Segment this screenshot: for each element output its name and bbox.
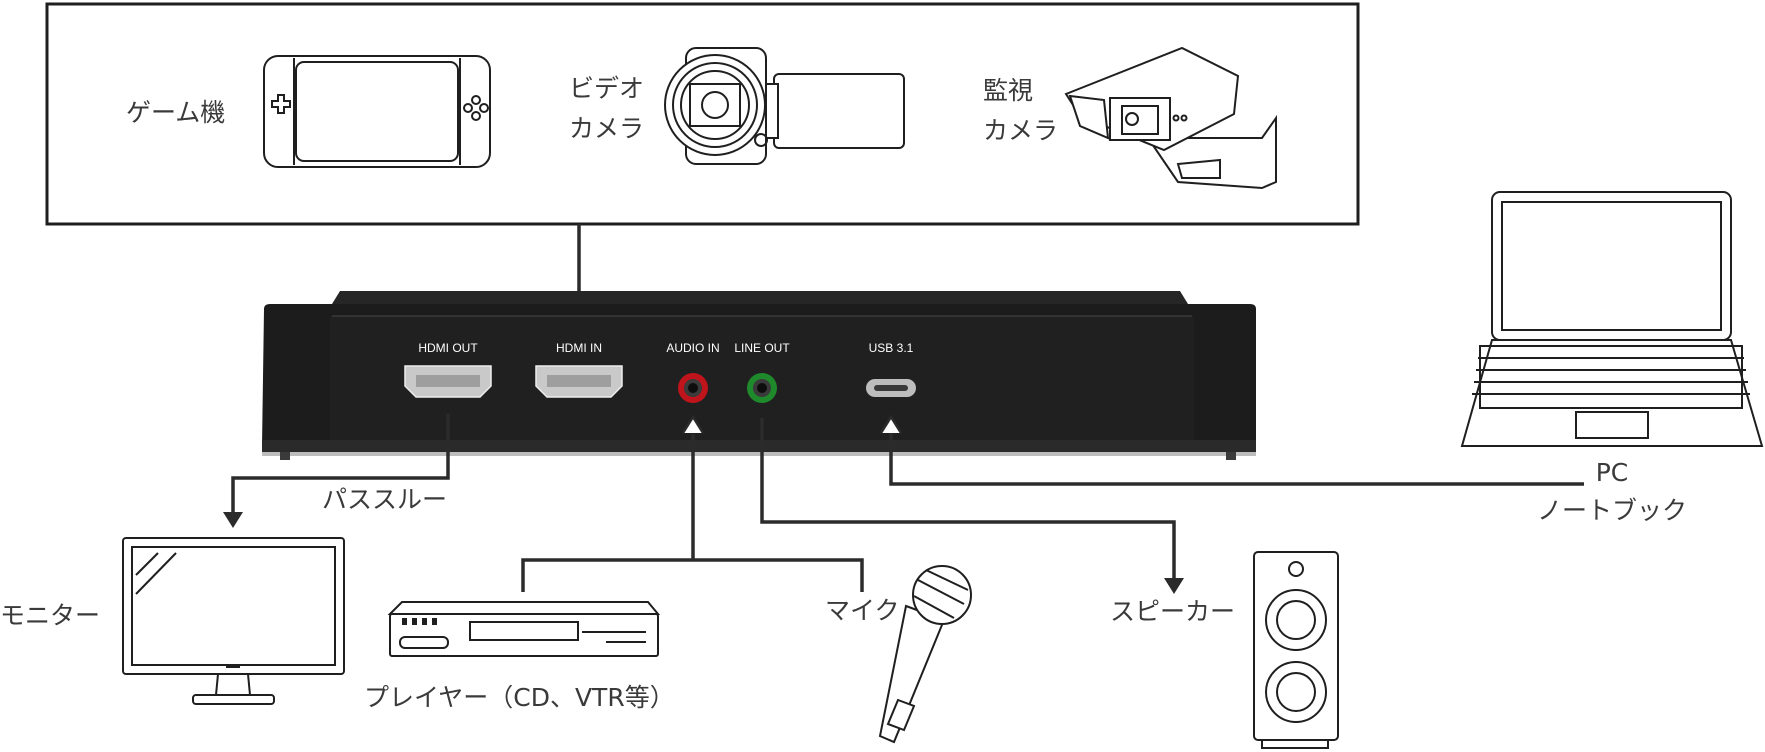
monitor-icon <box>122 537 345 705</box>
usb-arrow <box>879 414 903 434</box>
audio-in-wire <box>521 434 864 592</box>
laptop-icon <box>1460 191 1764 447</box>
microphone-icon <box>878 565 972 744</box>
security-camera-icon <box>1064 46 1277 190</box>
game-console-label: ゲーム機 <box>126 98 225 127</box>
audio-in-jack <box>678 373 708 403</box>
player-label: プレイヤー（CD、VTR等） <box>364 683 675 712</box>
microphone-label: マイク <box>825 596 900 625</box>
speaker-icon <box>1253 551 1339 749</box>
security-camera-label-line2: カメラ <box>983 116 1058 145</box>
hdmi-in-port-label: HDMI IN <box>556 341 602 355</box>
pc-label-line2: ノートブック <box>1537 496 1687 525</box>
line-out-wire <box>760 418 1176 578</box>
video-camera-label-line2: カメラ <box>569 114 644 143</box>
monitor-label: モニター <box>0 601 100 630</box>
hdmi-out-wire <box>231 414 450 512</box>
game-console-icon <box>263 55 491 168</box>
hdmi-in-port <box>535 365 623 398</box>
speaker-label: スピーカー <box>1110 597 1235 626</box>
usb-wire <box>889 433 1584 486</box>
line-out-jack <box>747 373 777 403</box>
audio-in-port-label: AUDIO IN <box>666 341 719 355</box>
line-out-port-label: LINE OUT <box>734 341 790 355</box>
usb-c-port <box>866 379 916 397</box>
security-camera-label-line1: 監視 <box>983 76 1033 105</box>
player-icon <box>387 601 661 657</box>
video-camera-icon <box>664 47 905 165</box>
hdmi-out-arrow <box>223 512 243 528</box>
passthrough-label: パススルー <box>322 485 447 514</box>
pc-label-line1: PC <box>1596 458 1629 487</box>
line-out-arrow <box>1164 578 1184 594</box>
hdmi-out-port-label: HDMI OUT <box>418 341 478 355</box>
hdmi-out-port <box>404 365 492 398</box>
audio-in-arrow <box>681 414 705 434</box>
video-camera-label-line1: ビデオ <box>569 74 644 103</box>
usb-port-label: USB 3.1 <box>869 341 914 355</box>
